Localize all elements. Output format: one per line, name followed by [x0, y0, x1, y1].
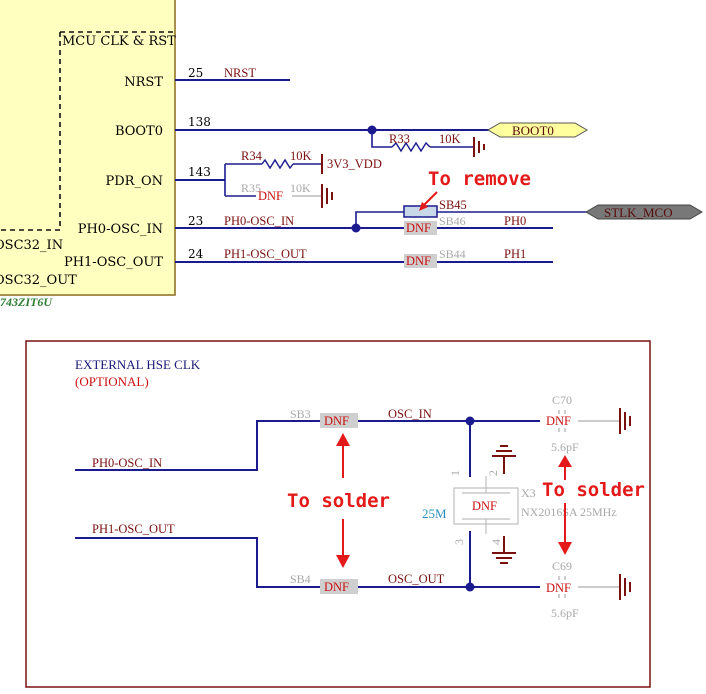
wire-hse-ph0-in: [75, 420, 320, 471]
net-label-osc-in: OSC_IN: [388, 407, 432, 421]
hse-block-subtitle: (OPTIONAL): [75, 374, 149, 389]
part-x3: NX2016SA 25MHz: [521, 505, 617, 519]
port-label-boot0: BOOT0: [512, 123, 554, 138]
ref-c70: C70: [552, 393, 572, 407]
pin-name-nrst: NRST: [124, 75, 163, 90]
net-label-ph0: PH0: [504, 214, 526, 228]
arrow-solder-left-down: [336, 519, 350, 568]
ref-sb4: SB4: [290, 572, 311, 586]
annotation-to-solder-left: To solder: [287, 490, 390, 512]
xtal-pin-1: 1: [448, 470, 462, 476]
mcu-symbol-body: [0, 0, 176, 296]
resistor-r33: [391, 141, 431, 153]
value-c70: 5.6pF: [551, 440, 579, 454]
wire-r33: [371, 130, 392, 148]
pin-name-osc32-out: OSC32_OUT: [0, 273, 77, 288]
net-label-hse-ph1-osc-out: PH1-OSC_OUT: [92, 522, 175, 536]
arrow-solder-left-up: [336, 433, 350, 478]
net-label-ph0-osc-in-top: PH0-OSC_IN: [224, 214, 294, 228]
ref-r34: R34: [241, 149, 263, 163]
dnf-box-sb4: [320, 579, 358, 594]
net-label-3v3-vdd: 3V3_VDD: [327, 157, 382, 171]
mcu-part-name: 743ZIT6U: [0, 295, 53, 309]
wire-hse-ph1-out: [75, 537, 320, 588]
hse-block-title: EXTERNAL HSE CLK: [75, 357, 201, 372]
xtal-pin-2: 2: [486, 470, 500, 476]
hse-block-border: [25, 340, 651, 688]
dnf-c69: DNF: [546, 581, 571, 595]
ground-icon-xtal-bottom: [492, 536, 516, 564]
annotation-to-remove: To remove: [428, 168, 531, 190]
crystal-x3: [453, 476, 519, 534]
ref-x3: X3: [521, 486, 536, 500]
pin-name-ph1-osc-out: PH1-OSC_OUT: [64, 255, 163, 270]
pin-number-138: 138: [188, 115, 211, 129]
ground-icon-c69: [619, 574, 631, 600]
dnf-box-c69: [544, 580, 578, 594]
resistor-r34: [261, 158, 294, 170]
dnf-box-sb44: [404, 254, 437, 268]
net-label-hse-ph0-osc-in: PH0-OSC_IN: [92, 456, 162, 470]
net-label-osc-out: OSC_OUT: [388, 572, 445, 586]
port-stlk-mco: [585, 204, 703, 220]
arrow-solder-right-up: [558, 455, 572, 480]
dnf-x3: DNF: [472, 499, 497, 513]
pin-number-23: 23: [188, 214, 203, 228]
pin-name-ph0-osc-in: PH0-OSC_IN: [78, 222, 163, 237]
dnf-sb3: DNF: [324, 414, 349, 428]
ref-r33: R33: [389, 132, 410, 146]
net-label-ph1: PH1: [504, 247, 526, 261]
ref-sb46: SB46: [439, 214, 466, 228]
dnf-box-sb3: [320, 413, 358, 428]
mcu-group-boundary: [0, 32, 61, 231]
value-r34: 10K: [290, 149, 312, 163]
pin-name-boot0: BOOT0: [115, 124, 163, 139]
dnf-r35: DNF: [258, 189, 283, 203]
pin-name-osc32-in: OSC32_IN: [0, 238, 63, 253]
value-r33: 10K: [439, 132, 461, 146]
port-label-stlk-mco: STLK_MCO: [604, 205, 673, 220]
ref-sb45: SB45: [439, 198, 467, 212]
ref-c69: C69: [552, 559, 572, 573]
ground-icon-r35: [321, 184, 333, 208]
dnf-box-sb46: [404, 221, 437, 235]
dnf-box-c70: [544, 414, 578, 428]
pin-number-25: 25: [188, 66, 203, 80]
pin-number-143: 143: [188, 165, 211, 179]
ground-icon-c70: [619, 408, 631, 434]
ground-icon-xtal-top: [492, 445, 516, 474]
xtal-pin-4: 4: [489, 539, 503, 545]
pin-name-pdr-on: PDR_ON: [106, 174, 164, 189]
value-r35: 10K: [290, 181, 311, 195]
arrow-solder-right-down: [558, 503, 572, 555]
port-boot0: [487, 122, 588, 138]
dnf-sb4: DNF: [324, 580, 349, 594]
arrowhead-to-remove: [419, 202, 428, 211]
xtal-pin-3: 3: [452, 539, 466, 545]
dnf-c70: DNF: [546, 414, 571, 428]
net-label-ph1-osc-out-top: PH1-OSC_OUT: [224, 247, 307, 261]
dnf-sb46: DNF: [406, 221, 431, 235]
dnf-sb44: DNF: [406, 254, 431, 268]
value-x3: 25M: [422, 506, 447, 521]
annotation-to-solder-right: To solder: [542, 479, 645, 501]
wire-sb45: [355, 211, 404, 228]
value-c69: 5.6pF: [551, 606, 579, 620]
net-label-nrst: NRST: [224, 66, 256, 80]
ground-icon-r33: [473, 137, 485, 157]
ref-sb3: SB3: [290, 407, 311, 421]
mcu-block-title: MCU CLK & RST: [62, 34, 176, 49]
pin-number-24: 24: [188, 247, 204, 261]
ref-r35: R35: [241, 181, 261, 195]
ref-sb44: SB44: [439, 247, 466, 261]
dnf-box-r35: [256, 189, 292, 203]
